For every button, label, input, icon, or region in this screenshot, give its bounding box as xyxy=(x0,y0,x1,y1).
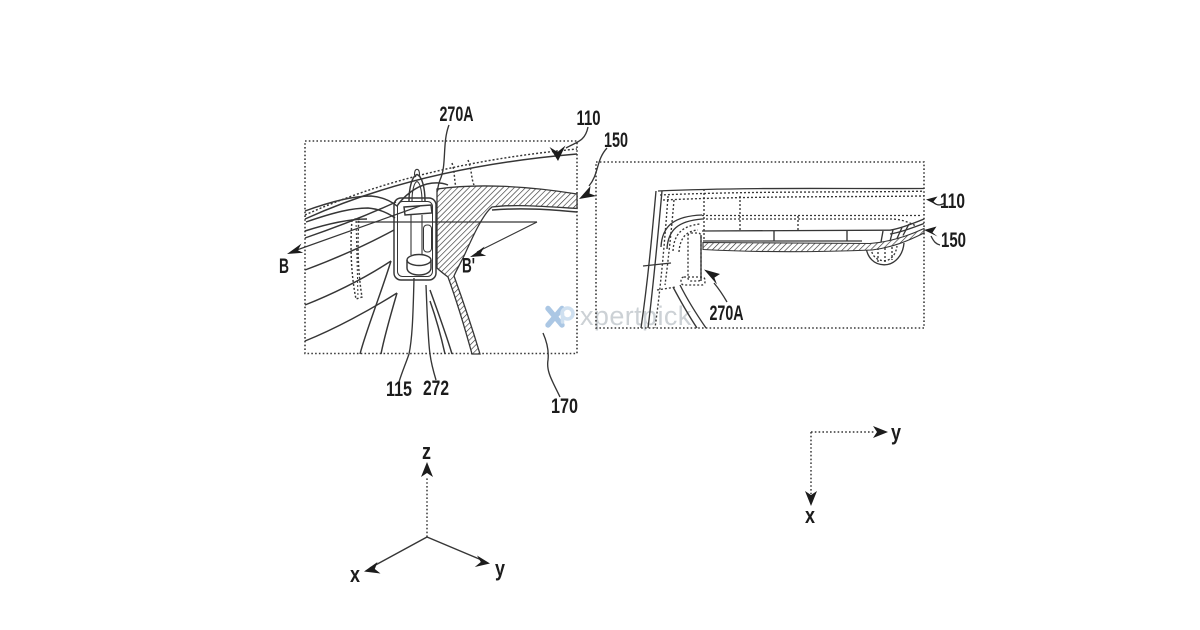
svg-text:xpertpick: xpertpick xyxy=(580,301,692,331)
svg-text:x: x xyxy=(805,503,816,528)
svg-text:y: y xyxy=(891,420,902,445)
svg-text:270A: 270A xyxy=(710,302,744,325)
svg-text:272: 272 xyxy=(423,377,449,400)
svg-text:y: y xyxy=(495,556,506,581)
svg-text:z: z xyxy=(422,439,431,464)
svg-text:B': B' xyxy=(462,255,475,278)
svg-text:170: 170 xyxy=(551,395,578,418)
svg-text:115: 115 xyxy=(386,378,412,401)
svg-text:270A: 270A xyxy=(440,103,474,126)
svg-text:150: 150 xyxy=(941,229,966,252)
svg-text:B: B xyxy=(279,255,289,278)
svg-text:110: 110 xyxy=(940,190,965,213)
svg-text:110: 110 xyxy=(577,107,601,130)
svg-text:x: x xyxy=(350,562,361,587)
svg-text:150: 150 xyxy=(604,129,628,152)
